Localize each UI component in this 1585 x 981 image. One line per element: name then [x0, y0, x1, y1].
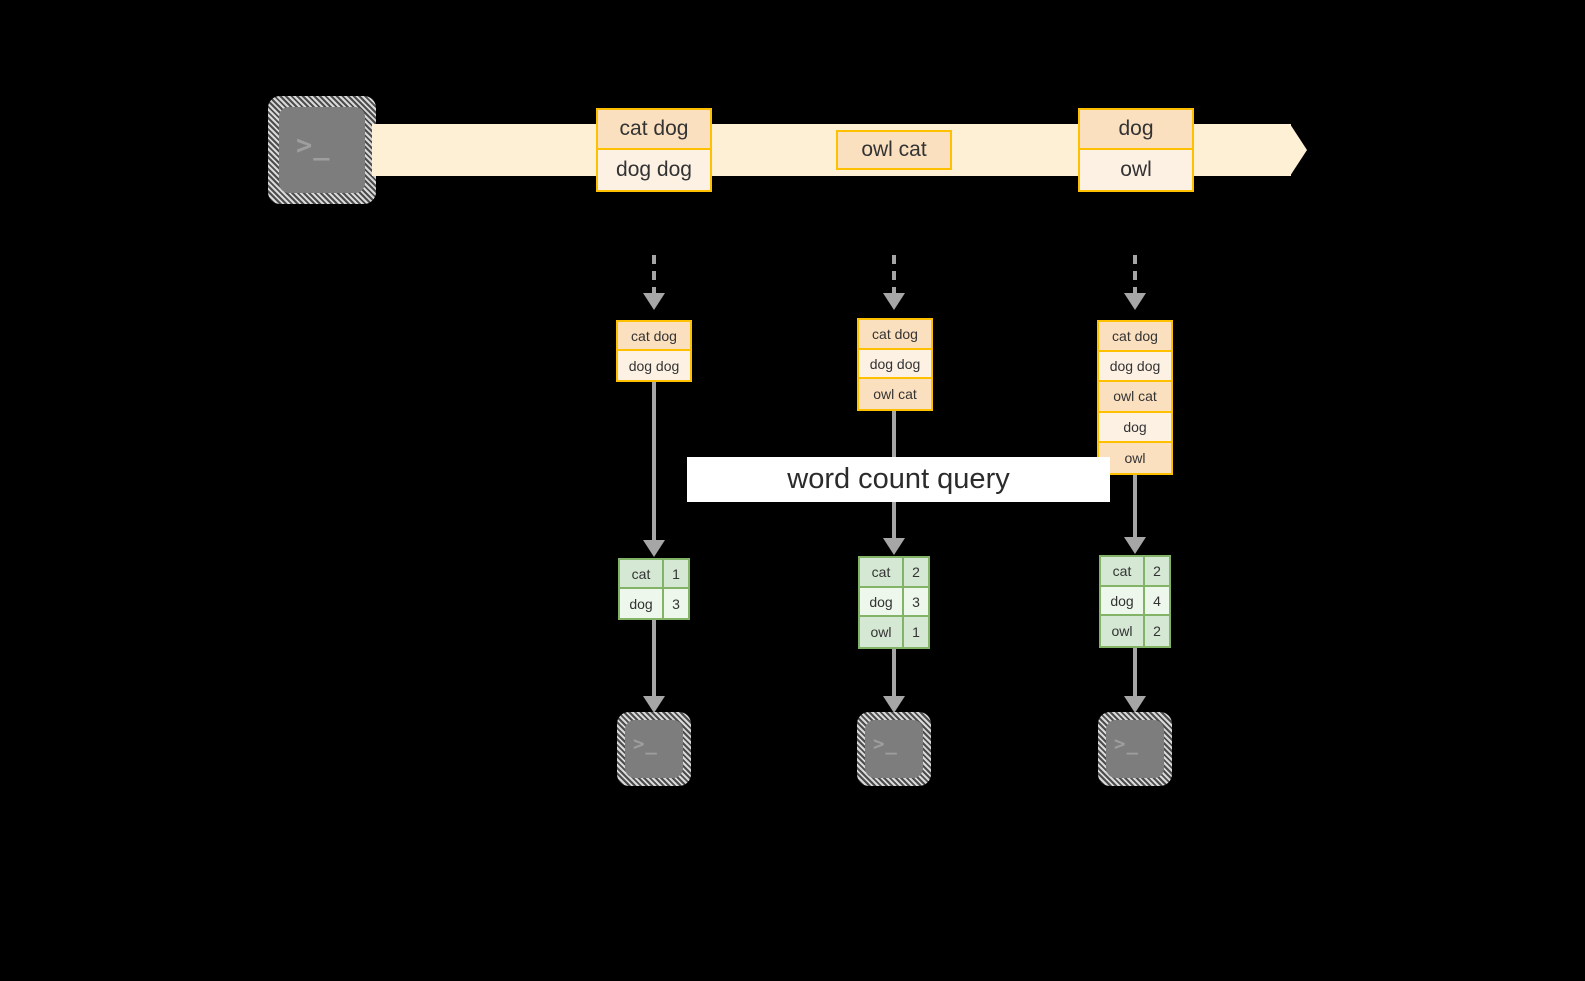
table-row: cat 1: [620, 560, 688, 589]
table-row: owl 1: [860, 617, 928, 647]
result-word: dog: [1101, 586, 1145, 615]
trigger-tick-arrowhead-3: [1124, 293, 1146, 310]
input-snapshot-2[interactable]: cat dog dog dog owl cat: [857, 318, 933, 411]
trigger-tick-arrowhead-2: [883, 293, 905, 310]
snapshot-row: cat dog: [618, 322, 690, 351]
stream-event-1[interactable]: cat dog dog dog: [596, 108, 712, 192]
stream-event-line: dog dog: [598, 150, 710, 190]
stream-arrow-head: [1290, 124, 1307, 176]
snapshot-row: owl cat: [859, 379, 931, 409]
snapshot-row: dog dog: [618, 351, 690, 380]
result-count: 3: [664, 589, 688, 618]
result-count: 2: [904, 558, 928, 586]
input-snapshot-3[interactable]: cat dog dog dog owl cat dog owl: [1097, 320, 1173, 475]
snapshot-row: dog dog: [1099, 352, 1171, 383]
result-count: 4: [1145, 586, 1169, 615]
sink-terminal-2[interactable]: >_: [857, 712, 931, 786]
stream-event-2[interactable]: owl cat: [836, 130, 952, 170]
result-word: cat: [1101, 557, 1145, 585]
query-arrow-head-2: [883, 538, 905, 555]
result-count: 3: [904, 587, 928, 616]
query-label: word count query: [687, 457, 1110, 502]
snapshot-row: owl: [1099, 442, 1171, 473]
query-arrow-head-3: [1124, 537, 1146, 554]
sink-arrow-head-1: [643, 696, 665, 713]
result-word: dog: [620, 589, 664, 618]
snapshot-row: cat dog: [1099, 322, 1171, 353]
terminal-prompt-glyph: >_: [633, 733, 658, 755]
sink-terminal-1[interactable]: >_: [617, 712, 691, 786]
snapshot-row: cat dog: [859, 320, 931, 350]
result-table-1[interactable]: cat 1 dog 3: [618, 558, 690, 620]
table-row: dog 4: [1101, 586, 1169, 617]
sink-arrow-head-2: [883, 696, 905, 713]
table-row: owl 2: [1101, 616, 1169, 646]
sink-terminal-3[interactable]: >_: [1098, 712, 1172, 786]
result-count: 2: [1145, 557, 1169, 585]
snapshot-row: dog: [1099, 412, 1171, 443]
terminal-body: [865, 720, 923, 778]
terminal-prompt-glyph: >_: [296, 130, 331, 161]
result-word: cat: [620, 560, 664, 587]
trigger-tick-arrowhead-1: [643, 293, 665, 310]
terminal-body: [279, 107, 365, 193]
result-table-2[interactable]: cat 2 dog 3 owl 1: [858, 556, 930, 649]
snapshot-row: dog dog: [859, 349, 931, 380]
trigger-tick-line-1: [652, 255, 656, 295]
terminal-prompt-glyph: >_: [1114, 733, 1139, 755]
source-terminal-icon[interactable]: >_: [268, 96, 376, 204]
table-row: dog 3: [860, 587, 928, 618]
result-word: owl: [1101, 616, 1145, 646]
query-arrow-head-1: [643, 540, 665, 557]
terminal-body: [1106, 720, 1164, 778]
table-row: cat 2: [860, 558, 928, 588]
query-arrow-line-3: [1133, 475, 1137, 540]
stream-event-3[interactable]: dog owl: [1078, 108, 1194, 192]
sink-arrow-line-2: [892, 649, 896, 700]
terminal-prompt-glyph: >_: [873, 733, 898, 755]
input-snapshot-1[interactable]: cat dog dog dog: [616, 320, 692, 382]
sink-arrow-head-3: [1124, 696, 1146, 713]
sink-arrow-line-1: [652, 620, 656, 700]
trigger-tick-line-3: [1133, 255, 1137, 295]
query-arrow-line-1: [652, 382, 656, 544]
result-word: dog: [860, 587, 904, 616]
table-row: cat 2: [1101, 557, 1169, 587]
stream-event-line: cat dog: [598, 110, 710, 150]
stream-event-line: owl: [1080, 150, 1192, 190]
result-count: 1: [664, 560, 688, 587]
result-word: cat: [860, 558, 904, 586]
result-count: 2: [1145, 616, 1169, 646]
trigger-tick-line-2: [892, 255, 896, 295]
stream-event-line: owl cat: [838, 132, 950, 168]
result-count: 1: [904, 617, 928, 647]
sink-arrow-line-3: [1133, 648, 1137, 700]
table-row: dog 3: [620, 589, 688, 618]
result-word: owl: [860, 617, 904, 647]
terminal-body: [625, 720, 683, 778]
stream-event-line: dog: [1080, 110, 1192, 150]
snapshot-row: owl cat: [1099, 382, 1171, 413]
result-table-3[interactable]: cat 2 dog 4 owl 2: [1099, 555, 1171, 648]
